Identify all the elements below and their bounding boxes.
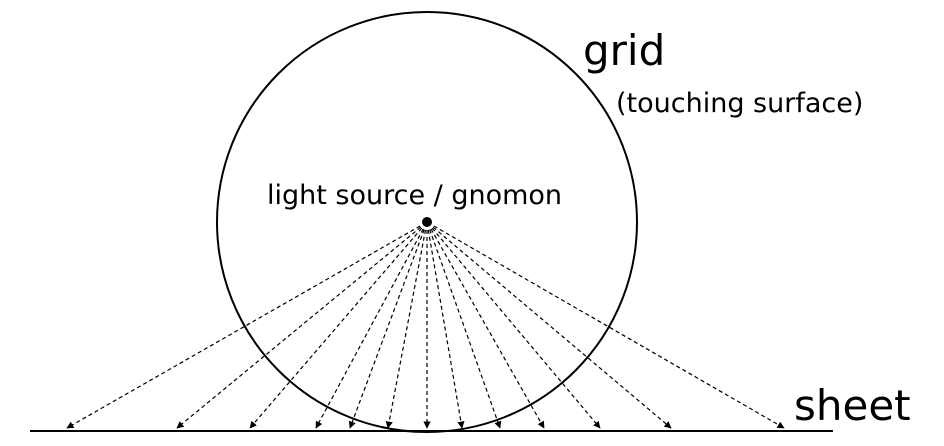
ray-11 — [431, 227, 601, 429]
ray-4 — [315, 228, 424, 429]
grid-label: grid — [583, 26, 666, 75]
sheet-label: sheet — [794, 381, 911, 430]
ray-2 — [176, 226, 422, 429]
ray-9 — [429, 229, 502, 429]
touching-surface-label: (touching surface) — [616, 88, 864, 119]
ray-3 — [249, 227, 423, 429]
ray-10 — [430, 228, 545, 429]
light-source-point — [422, 217, 432, 227]
light-rays — [66, 225, 785, 429]
ray-5 — [348, 229, 425, 429]
ray-6 — [385, 229, 427, 429]
light-source-label: light source / gnomon — [267, 180, 563, 211]
ray-1 — [66, 225, 421, 429]
ray-8 — [427, 229, 465, 429]
ray-13 — [433, 225, 785, 429]
ray-12 — [432, 226, 672, 429]
